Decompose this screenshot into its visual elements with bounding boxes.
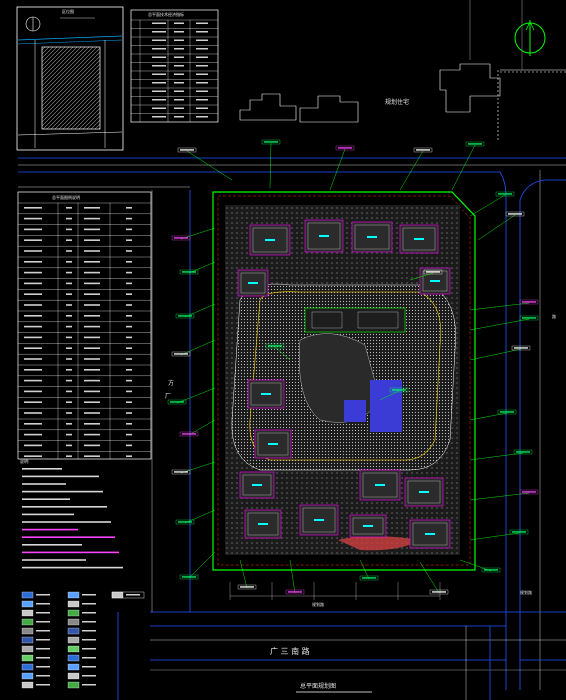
callout-label-box: [335, 145, 355, 151]
callout-label-box: [509, 529, 529, 535]
callout-label-box: [389, 387, 409, 393]
callout-label-box: [167, 399, 187, 405]
site-boundary: [212, 191, 476, 571]
callout-label-box: [519, 489, 539, 495]
callout-label-box: [519, 299, 539, 305]
callout-label-box: [413, 147, 433, 153]
economic-table-title: 总平面技术经济指标: [148, 11, 184, 17]
callout-label-box: [497, 409, 517, 415]
drawing-title-block: 总平面规划图: [296, 682, 372, 693]
north-arrow-icon: [514, 20, 546, 56]
callout-label-box: [237, 584, 257, 590]
residential-buildings: [237, 219, 451, 549]
south-road-name: 广 三 南 路: [270, 646, 310, 656]
drawing-title: 总平面规划图: [300, 682, 336, 690]
callout-label-box: [423, 269, 443, 275]
legend-table: 总平面图例说明: [17, 191, 152, 460]
design-notes: 说明:: [20, 458, 123, 569]
callout-label-box: [429, 589, 449, 595]
east-road-name: 规划路: [520, 589, 532, 595]
water-feature: [338, 380, 420, 551]
callout-label-box: [481, 567, 501, 573]
callout-label-box: [519, 315, 539, 321]
economic-indicators-table: 总平面技术经济指标: [130, 9, 219, 123]
callout-annotations: [167, 139, 539, 600]
callout-label-box: [171, 469, 191, 475]
callout-label-box: [179, 269, 199, 275]
callout-label-box: [179, 574, 199, 580]
callout-label-box: [261, 139, 281, 145]
callout-label-box: [359, 575, 379, 581]
callout-label-box: [495, 191, 515, 197]
callout-label-box: [171, 235, 191, 241]
callout-label-box: [465, 141, 485, 147]
location-map: 区位图: [16, 6, 124, 151]
north-neighbor-label: 规划住宅: [385, 98, 409, 106]
callout-label-box: [511, 345, 531, 351]
callout-label-box: [175, 519, 195, 525]
west-neighbor-label: 方: [168, 379, 174, 387]
callout-label-box: [285, 589, 305, 595]
location-site-parcel: [41, 46, 101, 130]
symbol-legend: [21, 591, 145, 689]
location-map-label: 区位图: [62, 8, 74, 14]
callout-label-box: [177, 147, 197, 153]
neighbor-buildings: [239, 0, 566, 140]
callout-label-box: [171, 351, 191, 357]
notes-title: 说明:: [20, 458, 29, 464]
callout-label-box: [513, 449, 533, 455]
east-road-label: 路: [552, 313, 556, 319]
west-neighbor-label-2: 厂: [165, 393, 171, 400]
clubhouse-building: [304, 307, 406, 333]
callout-label-box: [265, 343, 285, 349]
south-street-name: 规划路: [312, 601, 324, 607]
callout-label-box: [179, 431, 199, 437]
callout-label-box: [505, 211, 525, 217]
road-network: [18, 157, 566, 700]
callout-label-box: [175, 313, 195, 319]
legend-table-title: 总平面图例说明: [52, 194, 80, 200]
